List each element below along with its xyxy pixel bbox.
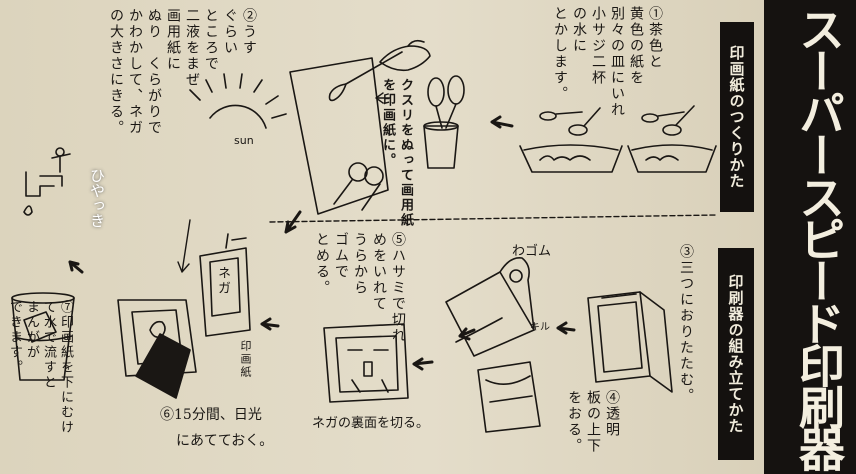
title-band (764, 0, 856, 474)
scissors-icon (333, 162, 384, 211)
arrow-icon (412, 357, 434, 371)
step-3-text: ③三つにおりたたむ。 (678, 244, 694, 404)
step-6-text-line2: にあてておく。 (176, 433, 274, 449)
arrow-icon (375, 92, 391, 104)
step-5-text: ⑤ハサミで切れ めをいれて うらから ゴムで とめる。 (314, 232, 406, 344)
section-header-paper: 印画紙のつくりかた (720, 22, 754, 212)
arrow-icon (177, 219, 191, 273)
arrow-icon (556, 321, 576, 335)
rubber-band-label: わゴム (512, 244, 552, 259)
brush-note: クスリをぬって画用紙 を印画紙に。 (380, 78, 413, 228)
dish-illustration-1 (519, 107, 623, 173)
arrow-icon (490, 115, 514, 129)
step-1-text: ①茶色と 黄色の紙を 別々の皿にいれ 小サジ二杯 の水に とかします。 (552, 6, 663, 118)
section-divider (269, 214, 717, 223)
cup-with-scissors-icon (423, 75, 465, 169)
step-2-text: ②うす ぐらい ところで 二液をまぜ 画用紙に ぬり くらがりで かわかして、ネ… (108, 8, 257, 136)
cut-label: キル (530, 322, 550, 333)
glass-icon (11, 292, 75, 381)
arrow-icon (68, 260, 84, 274)
folded-sheet-illustration (477, 361, 541, 433)
step-4-text: ④透明 板の上下 をおる。 (566, 390, 620, 454)
section-header-assembly: 印刷器の組み立てかた (718, 248, 754, 460)
rubber-band-illustration (445, 256, 535, 357)
main-title: スーパースピード印刷器 (792, 6, 846, 468)
dish-illustration-2 (627, 105, 717, 173)
frame-face-illustration (323, 323, 409, 403)
sun-label: sun (234, 134, 254, 147)
faucet-icon (23, 147, 71, 216)
arrow-icon (260, 317, 280, 331)
negative-label: ネガ (215, 266, 230, 296)
negative-strip-illustration (199, 233, 251, 337)
paper-brush-illustration (289, 39, 431, 215)
watermark: ひやっき (88, 168, 106, 228)
photo-paper-label: 印画紙 (239, 340, 252, 379)
sun-icon (189, 73, 287, 129)
arrow-icon (284, 210, 302, 234)
step-6-text-line1: ⑥15分間、日光 (160, 407, 262, 423)
cut-back-label: ネガの裏面を切る。 (312, 416, 430, 431)
printing-frame-illustration (117, 299, 197, 399)
folded-board-illustration (587, 291, 673, 393)
arrow-icon (458, 327, 476, 341)
